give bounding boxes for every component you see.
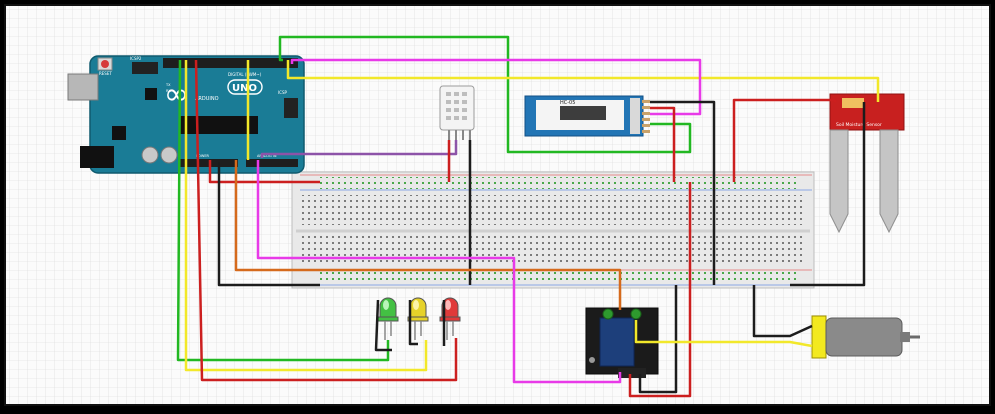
wire-red-bt-rail bbox=[650, 106, 676, 182]
soil-moisture-sensor: Soil Moisture Sensor bbox=[829, 93, 905, 234]
wire-yellow-motor bbox=[634, 320, 813, 348]
icsp2-header bbox=[132, 62, 158, 74]
wire-red-relay bbox=[628, 182, 692, 398]
wire-black-arduino-ground bbox=[217, 162, 320, 287]
power-label: POWER bbox=[196, 154, 210, 158]
led-1-rim bbox=[377, 316, 399, 322]
led-1-highlight bbox=[383, 300, 389, 310]
atmega-chip bbox=[180, 116, 258, 134]
usb-chip bbox=[145, 88, 157, 100]
digital-label: DIGITAL (PWM~) bbox=[228, 72, 262, 77]
wire-red-led bbox=[194, 59, 458, 382]
wire-purple-arduino-dht bbox=[260, 140, 458, 158]
wire-yellow-arduino-soil bbox=[286, 60, 880, 102]
breadboard bbox=[291, 171, 815, 289]
wire-yellow-led bbox=[184, 60, 428, 372]
analog-label: ANALOG IN bbox=[257, 154, 277, 158]
rx-label: RX bbox=[166, 89, 171, 93]
voltage-regulator bbox=[112, 126, 126, 140]
usb-port bbox=[67, 73, 99, 101]
power-jack bbox=[80, 146, 114, 168]
canvas-frame bbox=[4, 4, 991, 406]
wires bbox=[176, 35, 880, 398]
soil-sensor-label: Soil Moisture Sensor bbox=[836, 122, 882, 128]
reset-label: RESET bbox=[99, 71, 112, 76]
icsp-header bbox=[284, 98, 298, 118]
breadboard-row-upper bbox=[300, 195, 805, 225]
bluetooth-label: HC-05 bbox=[560, 100, 575, 106]
wire-red-soil-rail bbox=[732, 98, 837, 182]
reset-button[interactable] bbox=[101, 60, 109, 68]
wire-green-arduino-bt bbox=[278, 35, 692, 154]
wire-black-motor bbox=[752, 285, 813, 338]
icsp-label: ICSP bbox=[278, 90, 288, 95]
led-2-rim bbox=[407, 316, 429, 322]
led-2-highlight bbox=[413, 300, 419, 310]
icsp2-label: ICSP2 bbox=[130, 56, 142, 61]
tx-label: TX bbox=[165, 83, 171, 87]
dht-sensor bbox=[439, 85, 475, 140]
led-3-highlight bbox=[445, 300, 451, 310]
wire-black-led-ground-1 bbox=[374, 299, 392, 352]
wire-magenta-arduino-bt bbox=[290, 58, 702, 116]
capacitor-2 bbox=[160, 146, 178, 164]
uno-label: UNO bbox=[232, 83, 257, 94]
led-2 bbox=[407, 297, 429, 340]
led-3-rim bbox=[439, 316, 461, 322]
led-3 bbox=[439, 297, 461, 340]
wire-black-led-ground-2 bbox=[408, 300, 418, 346]
capacitor-1 bbox=[141, 146, 159, 164]
wire-magenta-arduino-relay bbox=[256, 160, 622, 384]
wire-orange-arduino-relay bbox=[234, 160, 622, 310]
wire-black-bt-ground bbox=[650, 100, 716, 285]
wire-red-arduino-rail bbox=[208, 160, 320, 184]
wire-black-relay bbox=[638, 285, 678, 394]
digital-header bbox=[163, 58, 298, 68]
analog-header bbox=[246, 159, 298, 167]
dc-motor bbox=[811, 315, 920, 359]
hc05-bluetooth-module: HC-05 bbox=[524, 95, 650, 137]
wire-black-soil-ground bbox=[790, 102, 866, 287]
breadboard-top-rail bbox=[318, 177, 798, 189]
relay-module bbox=[585, 307, 659, 378]
breadboard-row-lower bbox=[300, 236, 805, 266]
arduino-brand: ARDUINO bbox=[195, 96, 219, 102]
breadboard-bottom-rail bbox=[318, 272, 798, 284]
